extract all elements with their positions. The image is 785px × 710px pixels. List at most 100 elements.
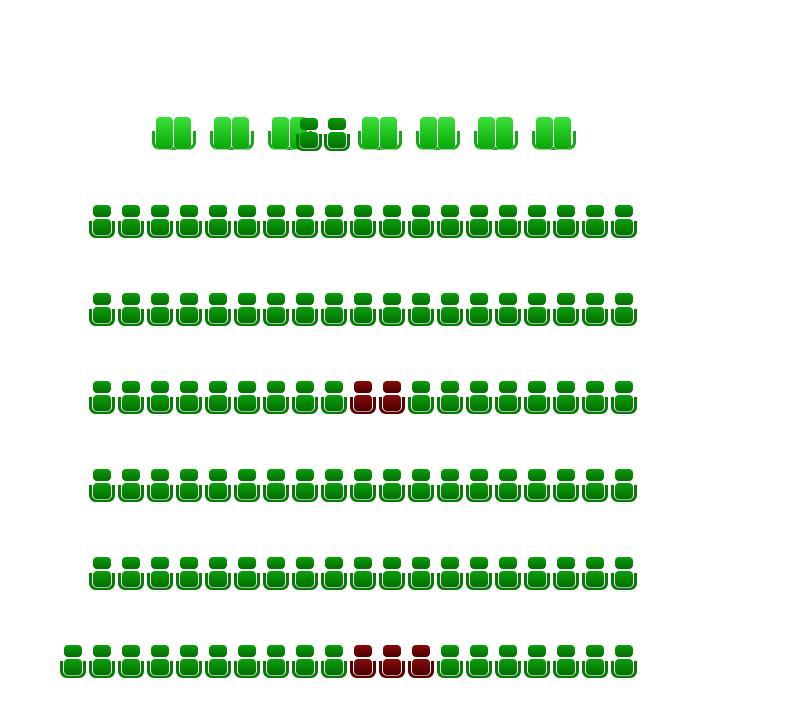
seat-row3-9[interactable] xyxy=(321,293,347,328)
seat-row7-10[interactable] xyxy=(321,645,347,680)
seat-row7-19[interactable] xyxy=(582,645,608,680)
seat-row7-12-taken[interactable] xyxy=(379,645,405,680)
seat-row4-1[interactable] xyxy=(89,381,115,416)
seat-row7-2[interactable] xyxy=(89,645,115,680)
seat-row6-2[interactable] xyxy=(118,557,144,592)
seat-row5-7[interactable] xyxy=(263,469,289,504)
seat-row2-18[interactable] xyxy=(582,205,608,240)
seat-row7-3[interactable] xyxy=(118,645,144,680)
seat-row6-6[interactable] xyxy=(234,557,260,592)
seat-row4-17[interactable] xyxy=(553,381,579,416)
seat-row2-14[interactable] xyxy=(466,205,492,240)
sofa-seat-1[interactable] xyxy=(152,117,196,153)
seat-row5-3[interactable] xyxy=(147,469,173,504)
seat-row7-9[interactable] xyxy=(292,645,318,680)
seat-row4-14[interactable] xyxy=(466,381,492,416)
seat-row4-8[interactable] xyxy=(292,381,318,416)
seat-row6-16[interactable] xyxy=(524,557,550,592)
seat-row5-16[interactable] xyxy=(524,469,550,504)
sofa-seat-7[interactable] xyxy=(416,117,460,153)
seat-row7-6[interactable] xyxy=(205,645,231,680)
seat-row5-13[interactable] xyxy=(437,469,463,504)
seat-row3-4[interactable] xyxy=(176,293,202,328)
seat-row3-17[interactable] xyxy=(553,293,579,328)
seat-row2-13[interactable] xyxy=(437,205,463,240)
seat-row4-3[interactable] xyxy=(147,381,173,416)
seat-row2-3[interactable] xyxy=(147,205,173,240)
seat-row3-11[interactable] xyxy=(379,293,405,328)
seat-row2-5[interactable] xyxy=(205,205,231,240)
seat-row4-13[interactable] xyxy=(437,381,463,416)
seat-row6-17[interactable] xyxy=(553,557,579,592)
seat-row7-15[interactable] xyxy=(466,645,492,680)
seat-row6-9[interactable] xyxy=(321,557,347,592)
seat-row2-4[interactable] xyxy=(176,205,202,240)
seat-row2-1[interactable] xyxy=(89,205,115,240)
seat-row1-5[interactable] xyxy=(324,118,350,153)
seat-row4-18[interactable] xyxy=(582,381,608,416)
seat-row5-12[interactable] xyxy=(408,469,434,504)
seat-row2-9[interactable] xyxy=(321,205,347,240)
seat-row2-2[interactable] xyxy=(118,205,144,240)
seat-row3-7[interactable] xyxy=(263,293,289,328)
seat-row5-19[interactable] xyxy=(611,469,637,504)
seat-row2-11[interactable] xyxy=(379,205,405,240)
seat-row5-2[interactable] xyxy=(118,469,144,504)
seat-row4-7[interactable] xyxy=(263,381,289,416)
seat-row3-16[interactable] xyxy=(524,293,550,328)
seat-row4-5[interactable] xyxy=(205,381,231,416)
seat-row7-5[interactable] xyxy=(176,645,202,680)
seat-row7-16[interactable] xyxy=(495,645,521,680)
seat-row2-19[interactable] xyxy=(611,205,637,240)
seat-row3-5[interactable] xyxy=(205,293,231,328)
seat-row3-3[interactable] xyxy=(147,293,173,328)
seat-row6-14[interactable] xyxy=(466,557,492,592)
seat-row2-6[interactable] xyxy=(234,205,260,240)
seat-row2-17[interactable] xyxy=(553,205,579,240)
sofa-seat-8[interactable] xyxy=(474,117,518,153)
seat-row4-9[interactable] xyxy=(321,381,347,416)
seat-row3-19[interactable] xyxy=(611,293,637,328)
seat-row4-10-taken[interactable] xyxy=(350,381,376,416)
seat-row4-4[interactable] xyxy=(176,381,202,416)
seat-row7-8[interactable] xyxy=(263,645,289,680)
seat-row6-12[interactable] xyxy=(408,557,434,592)
seat-row3-14[interactable] xyxy=(466,293,492,328)
seat-row5-11[interactable] xyxy=(379,469,405,504)
seat-row4-15[interactable] xyxy=(495,381,521,416)
sofa-seat-2[interactable] xyxy=(210,117,254,153)
seat-row3-18[interactable] xyxy=(582,293,608,328)
seat-row5-10[interactable] xyxy=(350,469,376,504)
seat-row6-13[interactable] xyxy=(437,557,463,592)
seat-row2-8[interactable] xyxy=(292,205,318,240)
seat-row4-11-taken[interactable] xyxy=(379,381,405,416)
seat-row7-4[interactable] xyxy=(147,645,173,680)
seat-row5-18[interactable] xyxy=(582,469,608,504)
seat-row7-1[interactable] xyxy=(60,645,86,680)
seat-row2-7[interactable] xyxy=(263,205,289,240)
seat-row4-2[interactable] xyxy=(118,381,144,416)
seat-row5-15[interactable] xyxy=(495,469,521,504)
seat-row7-17[interactable] xyxy=(524,645,550,680)
seat-row7-18[interactable] xyxy=(553,645,579,680)
seat-row4-16[interactable] xyxy=(524,381,550,416)
seat-row2-12[interactable] xyxy=(408,205,434,240)
seat-row7-11-taken[interactable] xyxy=(350,645,376,680)
seat-row5-8[interactable] xyxy=(292,469,318,504)
seat-row6-11[interactable] xyxy=(379,557,405,592)
seat-row4-6[interactable] xyxy=(234,381,260,416)
seat-row6-19[interactable] xyxy=(611,557,637,592)
seat-row5-14[interactable] xyxy=(466,469,492,504)
sofa-seat-6[interactable] xyxy=(358,117,402,153)
seat-row4-19[interactable] xyxy=(611,381,637,416)
seat-row6-15[interactable] xyxy=(495,557,521,592)
seat-row3-10[interactable] xyxy=(350,293,376,328)
seat-row3-12[interactable] xyxy=(408,293,434,328)
seat-row2-10[interactable] xyxy=(350,205,376,240)
seat-row1-4[interactable] xyxy=(296,118,322,153)
seat-row6-3[interactable] xyxy=(147,557,173,592)
seat-row5-5[interactable] xyxy=(205,469,231,504)
seat-row5-4[interactable] xyxy=(176,469,202,504)
seat-row7-20[interactable] xyxy=(611,645,637,680)
seat-row3-2[interactable] xyxy=(118,293,144,328)
